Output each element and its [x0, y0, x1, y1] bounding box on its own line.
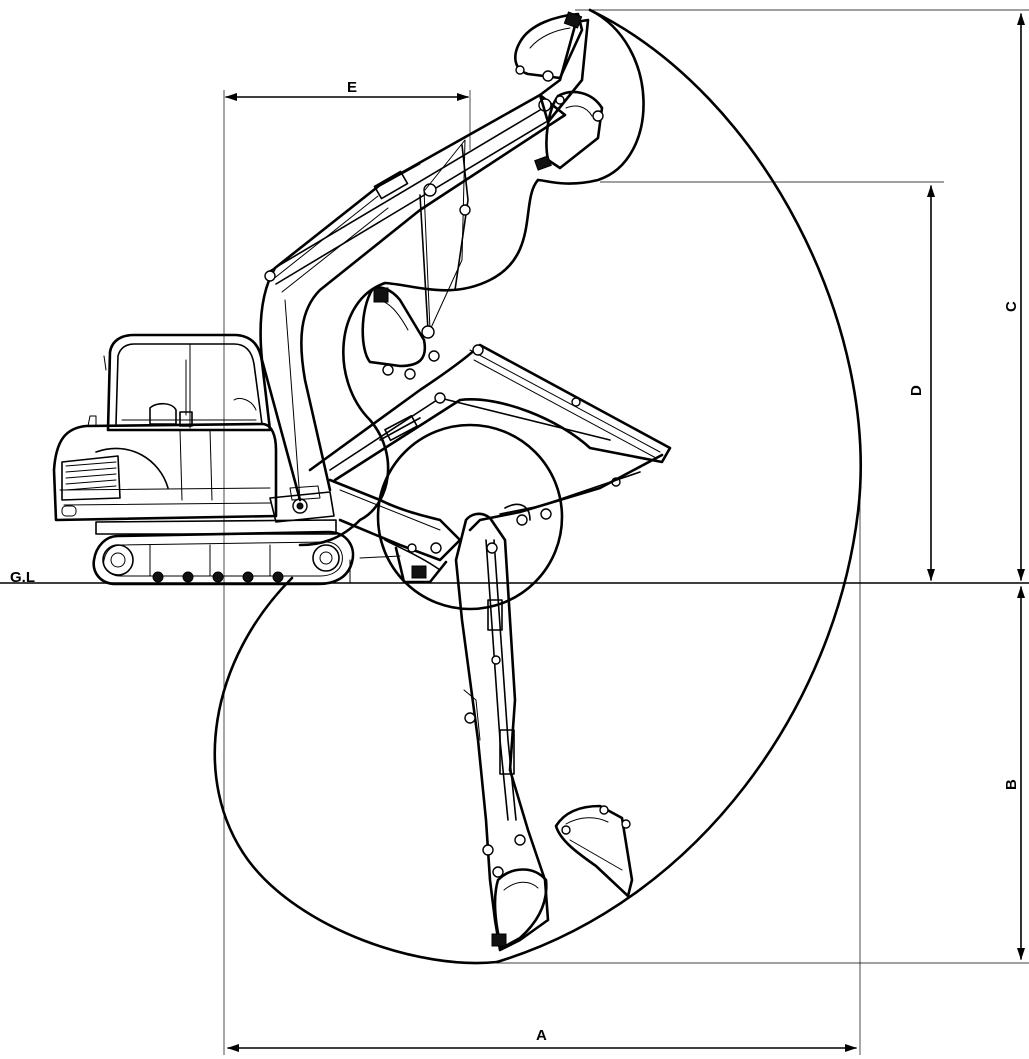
boom-raised	[259, 18, 590, 502]
boom-foot	[269, 485, 335, 523]
upper-structure	[52, 415, 278, 522]
operator-cab	[103, 333, 272, 432]
dimension-c-label: C	[1003, 301, 1020, 312]
bucket-middle	[361, 286, 440, 380]
ground-line-label: G.L	[10, 569, 35, 586]
bucket-top	[514, 11, 604, 171]
crawler-track	[92, 530, 355, 586]
arm-vertical	[454, 512, 550, 952]
dimension-d-label: D	[908, 385, 925, 396]
boom-horizontal	[308, 343, 672, 532]
dimension-b-label: B	[1003, 779, 1020, 790]
dimension-labels: G.L E A C D B	[10, 79, 1020, 1044]
bucket-bottom	[491, 804, 634, 950]
dimension-e-label: E	[347, 79, 357, 96]
dimension-arrows	[225, 13, 1025, 1052]
excavator-body	[52, 333, 355, 586]
reference-lines	[0, 9, 1029, 1055]
boom-low	[328, 478, 462, 584]
dimension-a-label: A	[536, 1027, 547, 1044]
working-envelope	[213, 8, 862, 965]
